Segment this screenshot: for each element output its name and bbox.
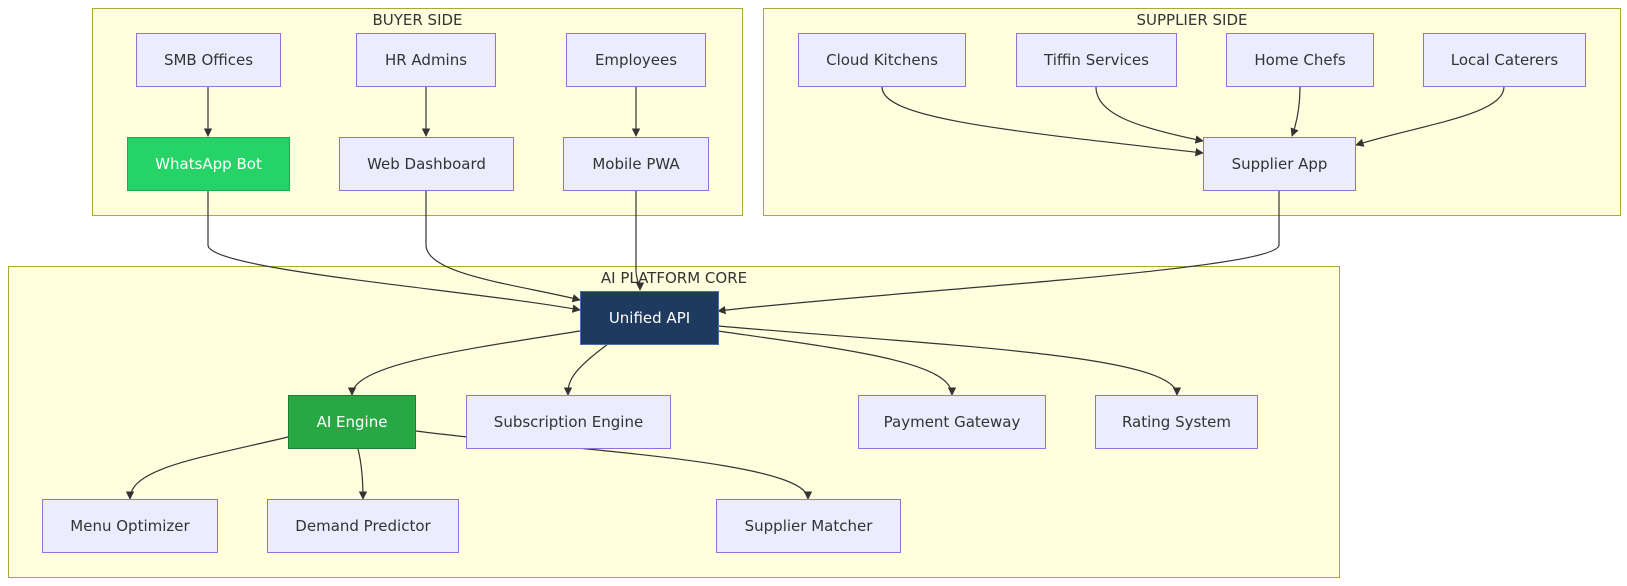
node-home-chefs: Home Chefs [1226,33,1374,87]
node-local-caterers: Local Caterers [1423,33,1586,87]
node-mobile-pwa: Mobile PWA [563,137,709,191]
node-unified-api: Unified API [580,291,719,345]
node-rating-system: Rating System [1095,395,1258,449]
node-whatsapp-bot: WhatsApp Bot [127,137,290,191]
node-menu-optimizer: Menu Optimizer [42,499,218,553]
node-smb-offices: SMB Offices [136,33,281,87]
node-supplier-matcher: Supplier Matcher [716,499,901,553]
cluster-title-ai-platform-core: AI PLATFORM CORE [600,269,748,287]
node-demand-predictor: Demand Predictor [267,499,459,553]
cluster-title-buyer-side: BUYER SIDE [372,11,463,29]
node-subscription-engine: Subscription Engine [466,395,671,449]
node-tiffin-services: Tiffin Services [1016,33,1177,87]
node-hr-admins: HR Admins [356,33,496,87]
node-web-dashboard: Web Dashboard [339,137,514,191]
node-ai-engine: AI Engine [288,395,416,449]
cluster-title-supplier-side: SUPPLIER SIDE [1136,11,1248,29]
node-payment-gateway: Payment Gateway [858,395,1046,449]
node-supplier-app: Supplier App [1203,137,1356,191]
node-cloud-kitchens: Cloud Kitchens [798,33,966,87]
node-employees: Employees [566,33,706,87]
